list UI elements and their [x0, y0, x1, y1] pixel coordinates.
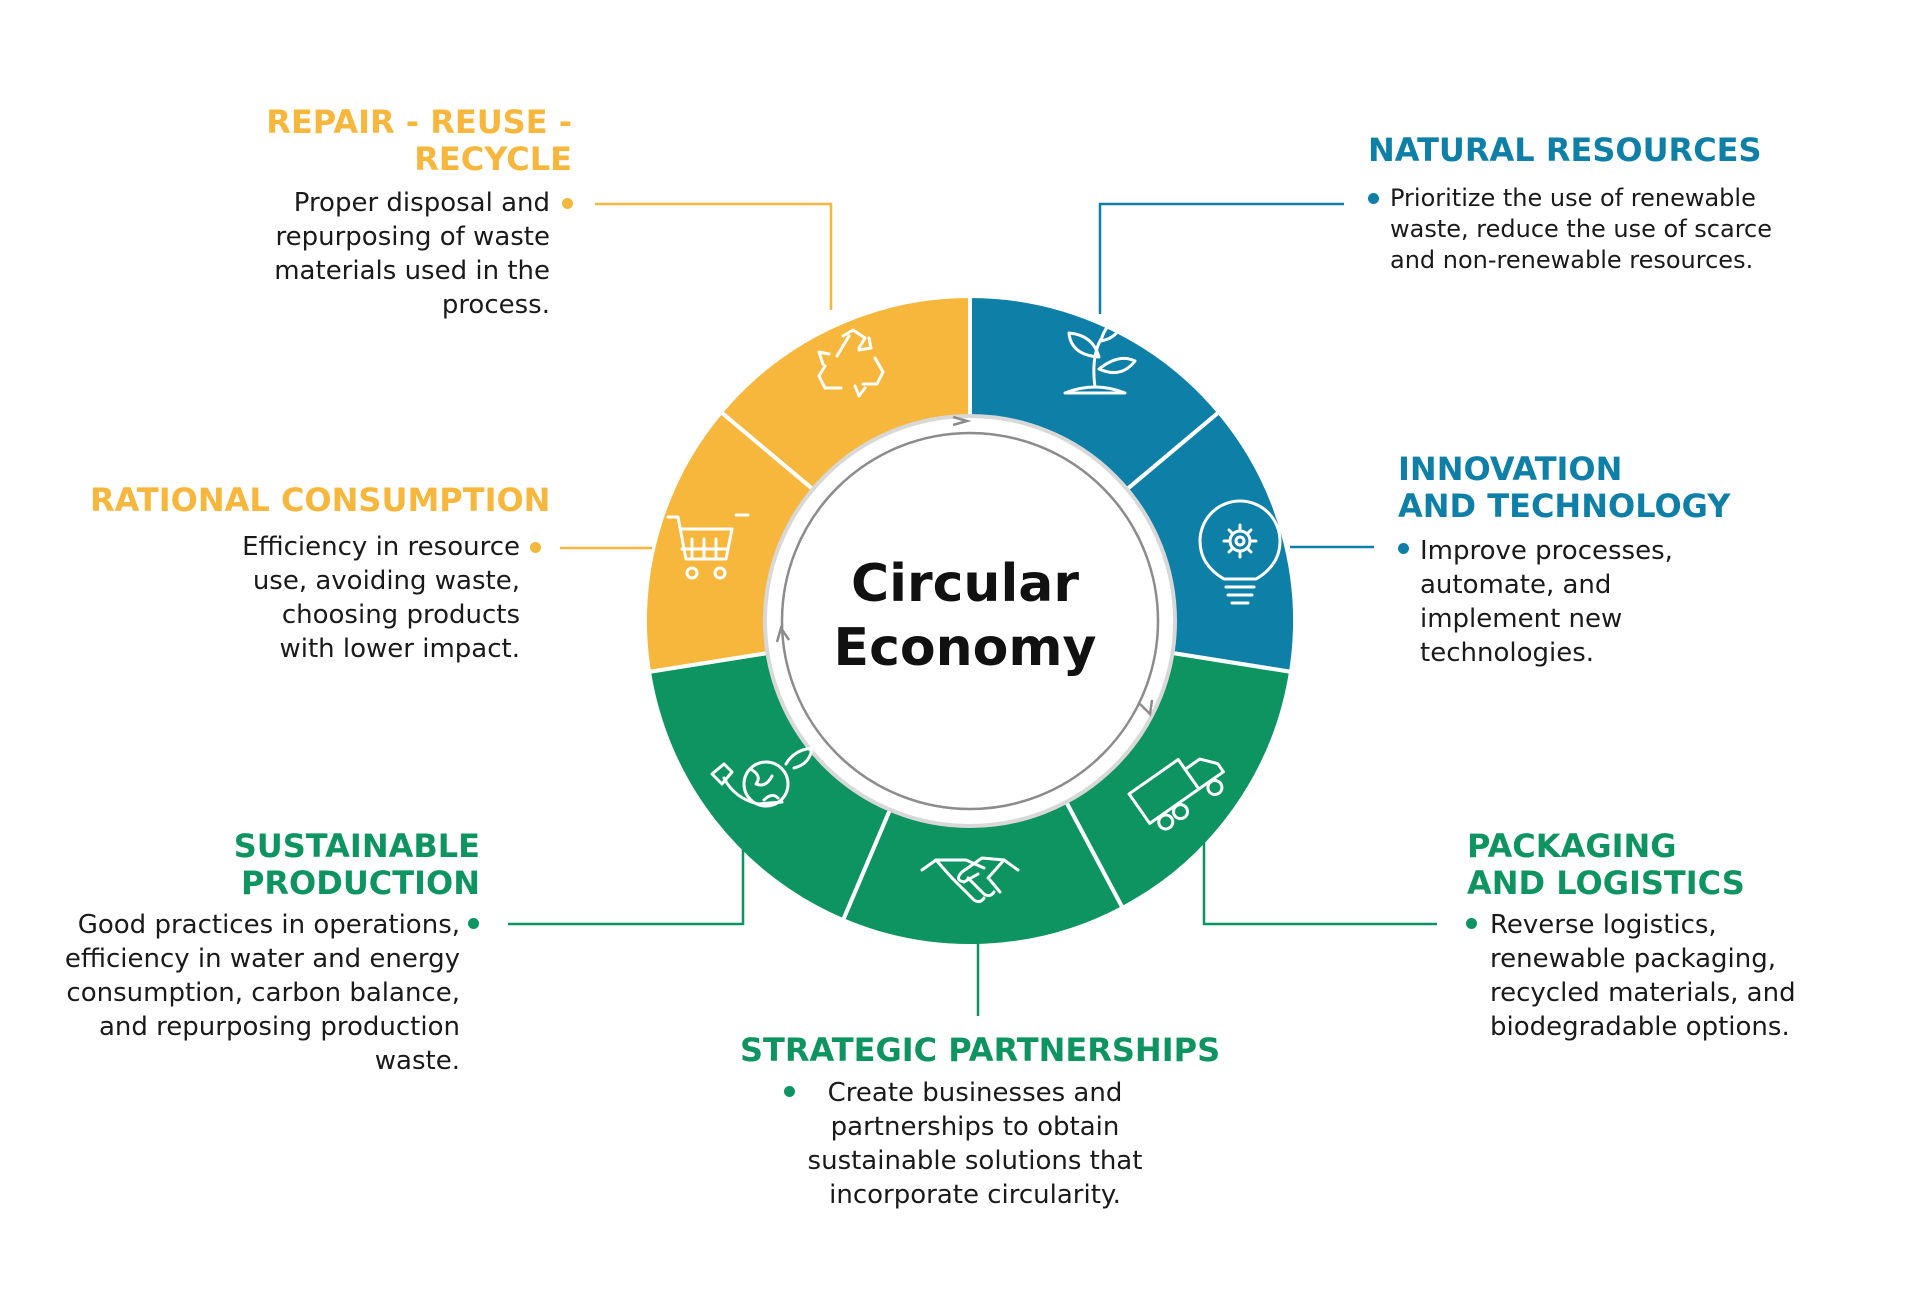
connector-repair [595, 202, 833, 310]
repair-title-line2: RECYCLE [414, 140, 572, 178]
handshake-icon [920, 856, 1020, 904]
natural-description: Prioritize the use of renewable waste, r… [1390, 184, 1773, 274]
sustainable-title: SUSTAINABLE PRODUCTION [190, 828, 480, 902]
recycle-icon [817, 328, 885, 398]
repair-title-line1: REPAIR - REUSE - [266, 103, 572, 141]
shopping-cart-icon [666, 513, 750, 580]
rational-description: Efficiency in resource use, avoiding was… [242, 532, 520, 664]
connector-sustainable [508, 842, 745, 926]
center-title: Circular Economy [800, 552, 1130, 680]
cycle-arrow-head-left [775, 625, 791, 643]
center-title-line2: Economy [833, 618, 1097, 678]
bullet-sustainable [468, 918, 479, 929]
cycle-arrow-head-right [1139, 699, 1154, 717]
innovation-description: Improve processes, automate, and impleme… [1420, 536, 1673, 668]
innovation-title-line1: INNOVATION [1398, 450, 1623, 488]
innovation-title-line2: AND TECHNOLOGY [1398, 487, 1731, 525]
bullet-strategic [784, 1086, 795, 1097]
packaging-title: PACKAGING AND LOGISTICS [1467, 828, 1745, 902]
bullet-rational [530, 542, 541, 553]
sustainable-title-line1: SUSTAINABLE [233, 827, 480, 865]
truck-icon [1127, 757, 1225, 831]
natural-title: NATURAL RESOURCES [1368, 131, 1762, 169]
lightbulb-gear-icon [1198, 499, 1282, 605]
bullet-natural [1368, 193, 1379, 204]
connector-packaging [1202, 840, 1437, 926]
connector-natural [1098, 202, 1344, 314]
innovation-title: INNOVATION AND TECHNOLOGY [1398, 451, 1730, 525]
strategic-title: STRATEGIC PARTNERSHIPS [740, 1031, 1221, 1069]
repair-title: REPAIR - REUSE - RECYCLE [230, 104, 572, 178]
packaging-title-line1: PACKAGING [1467, 827, 1677, 865]
bullet-repair [562, 198, 573, 209]
packaging-description: Reverse logistics, renewable packaging, … [1490, 910, 1796, 1042]
sustainable-title-line2: PRODUCTION [240, 864, 480, 902]
packaging-title-line2: AND LOGISTICS [1467, 864, 1745, 902]
cycle-arrow-head-top [952, 415, 972, 427]
globe-hand-icon [710, 746, 814, 808]
sustainable-description: Good practices in operations, efficiency… [64, 910, 460, 1076]
bullet-innovation [1398, 543, 1409, 554]
center-disc [763, 414, 1177, 828]
sprout-icon [1063, 317, 1137, 395]
cycle-arrow-ring [780, 431, 1160, 811]
rational-title: RATIONAL CONSUMPTION [90, 481, 551, 519]
bullet-packaging [1466, 918, 1477, 929]
strategic-description: Create businesses and partnerships to ob… [807, 1078, 1143, 1210]
center-title-line1: Circular [850, 554, 1080, 614]
repair-description: Proper disposal and repurposing of waste… [274, 188, 550, 320]
